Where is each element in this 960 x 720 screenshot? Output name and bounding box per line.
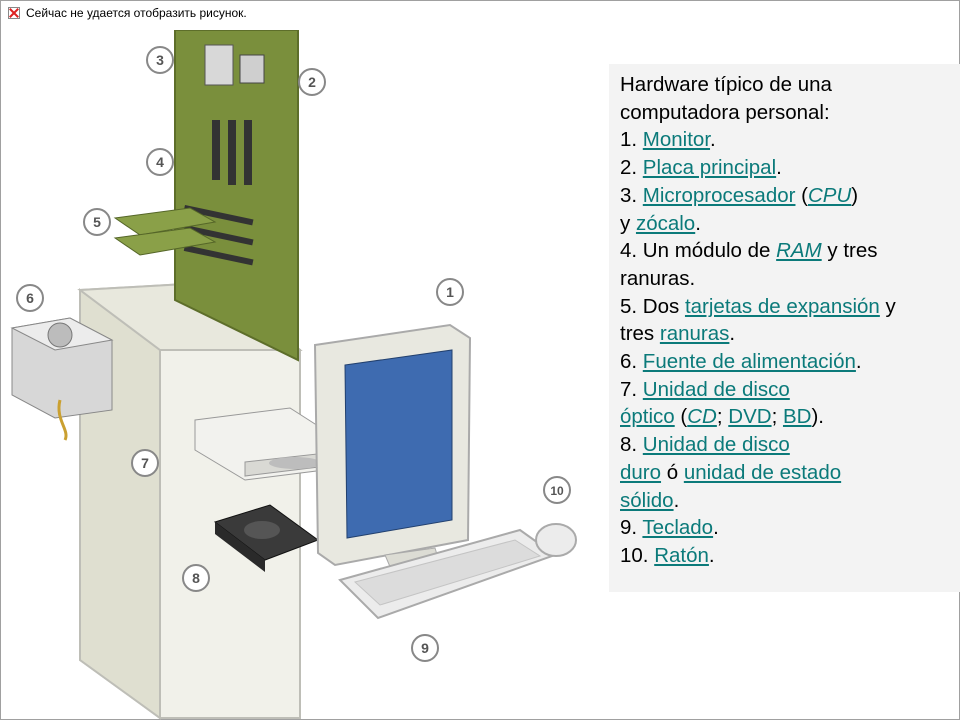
svg-text:10: 10 [550,484,564,498]
caption-item-8: 8. Unidad de disco [620,431,952,459]
caption-item-4-cont: ranuras. [620,265,952,293]
svg-text:6: 6 [26,290,34,306]
link-cpu[interactable]: CPU [808,184,851,207]
callout-8: 8 [183,565,209,591]
svg-text:1: 1 [446,284,454,300]
callout-4: 4 [147,149,173,175]
svg-text:3: 3 [156,52,164,68]
callout-10: 10 [544,477,570,503]
caption-title-line2: computadora personal: [620,99,952,127]
caption-item-9: 9. Teclado. [620,514,952,542]
caption-item-10: 10. Ratón. [620,542,952,570]
svg-text:9: 9 [421,640,429,656]
broken-image-icon [8,7,20,19]
caption-item-7: 7. Unidad de disco [620,376,952,404]
link-fuente-alimentacion[interactable]: Fuente de alimentación [643,350,856,373]
link-unidad-estado-solido[interactable]: unidad de estado [684,461,841,484]
link-raton[interactable]: Ratón [654,544,709,567]
link-unidad-disco-optico[interactable]: Unidad de disco [643,378,790,401]
link-teclado[interactable]: Teclado [642,516,713,539]
svg-text:2: 2 [308,74,316,90]
link-cd[interactable]: CD [687,405,717,428]
link-bd[interactable]: BD [783,405,811,428]
caption-title-line1: Hardware típico de una [620,71,952,99]
svg-text:4: 4 [156,154,164,170]
callout-2: 2 [299,69,325,95]
broken-image-placeholder: Сейчас не удается отобразить рисунок. [8,6,247,20]
broken-image-alt-text: Сейчас не удается отобразить рисунок. [26,6,247,20]
callout-3: 3 [147,47,173,73]
svg-text:8: 8 [192,570,200,586]
pc-hardware-illustration: 3 2 4 5 6 1 7 10 8 9 [0,30,610,720]
caption-item-6: 6. Fuente de alimentación. [620,348,952,376]
link-unidad-disco-duro[interactable]: Unidad de disco [643,433,790,456]
link-ram[interactable]: RAM [776,239,822,262]
caption-item-4: 4. Un módulo de RAM y tres [620,237,952,265]
callout-6: 6 [17,285,43,311]
link-duro[interactable]: duro [620,461,661,484]
caption-item-8-cont: duro ó unidad de estado [620,459,952,487]
link-zocalo[interactable]: zócalo [636,212,695,235]
mouse [536,524,576,556]
link-tarjetas-expansion[interactable]: tarjetas de expansión [685,295,880,318]
link-solido[interactable]: sólido [620,489,674,512]
svg-text:5: 5 [93,214,101,230]
caption-item-2: 2. Placa principal. [620,154,952,182]
link-optico[interactable]: óptico [620,405,675,428]
link-placa-principal[interactable]: Placa principal [643,156,776,179]
callout-1: 1 [437,279,463,305]
caption-item-1: 1. Monitor. [620,126,952,154]
caption-item-8-cont2: sólido. [620,487,952,515]
callout-9: 9 [412,635,438,661]
computer-case [80,282,300,718]
callout-5: 5 [84,209,110,235]
svg-text:7: 7 [141,455,149,471]
caption-item-5-cont: tres ranuras. [620,320,952,348]
link-dvd[interactable]: DVD [728,405,771,428]
caption-item-5: 5. Dos tarjetas de expansión y [620,293,952,321]
hardware-caption: Hardware típico de una computadora perso… [609,64,960,592]
link-ranuras[interactable]: ranuras [660,322,730,345]
caption-item-7-cont: óptico (CD; DVD; BD). [620,403,952,431]
caption-item-3-cont: y zócalo. [620,210,952,238]
caption-item-3: 3. Microprocesador (CPU) [620,182,952,210]
link-monitor[interactable]: Monitor [643,128,710,151]
callout-7: 7 [132,450,158,476]
link-microprocesador[interactable]: Microprocesador [643,184,796,207]
